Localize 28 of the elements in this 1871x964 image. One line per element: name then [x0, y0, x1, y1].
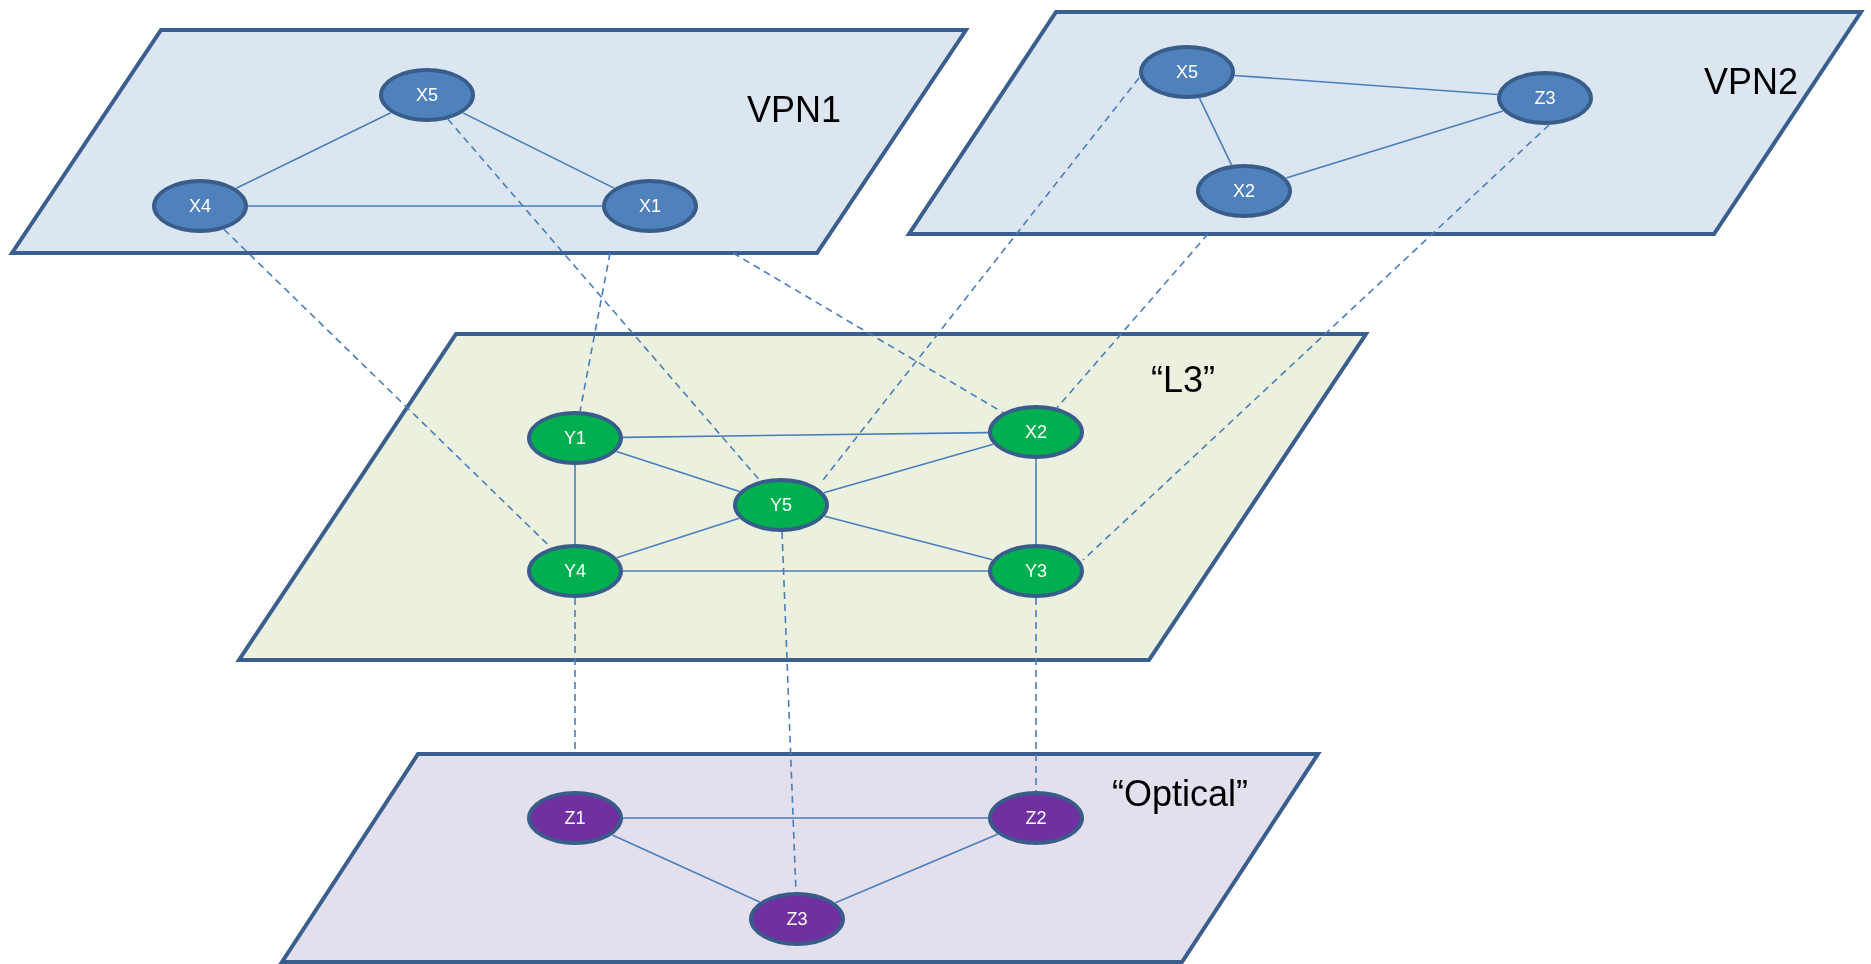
- link-line: [462, 112, 615, 189]
- link-line: [622, 817, 989, 819]
- link-line: [1035, 458, 1037, 545]
- layer-title: “Optical”: [1112, 776, 1249, 812]
- link-line: [1198, 97, 1233, 166]
- dashed-link: [1082, 124, 1550, 561]
- link-line: [615, 450, 741, 493]
- layer-title: VPN2: [1704, 64, 1799, 100]
- layer-title: “L3”: [1151, 362, 1216, 398]
- link-line: [574, 464, 576, 545]
- link-line: [1233, 74, 1499, 96]
- dashed-link: [1056, 233, 1209, 409]
- link-line: [611, 834, 761, 903]
- link-line: [247, 205, 603, 207]
- link-line: [1285, 110, 1504, 179]
- dashed-link: [579, 252, 611, 412]
- link-line: [615, 517, 741, 559]
- link-line: [622, 570, 989, 572]
- link-line: [622, 431, 989, 439]
- dashed-link: [822, 77, 1140, 481]
- link-line: [823, 515, 994, 561]
- layer-title: VPN1: [747, 92, 842, 128]
- dashed-link: [732, 252, 1004, 414]
- dashed-link: [447, 118, 761, 482]
- dashed-link: [1035, 597, 1037, 792]
- link-line: [235, 111, 392, 190]
- link-line: [823, 443, 994, 494]
- link-line: [834, 833, 999, 904]
